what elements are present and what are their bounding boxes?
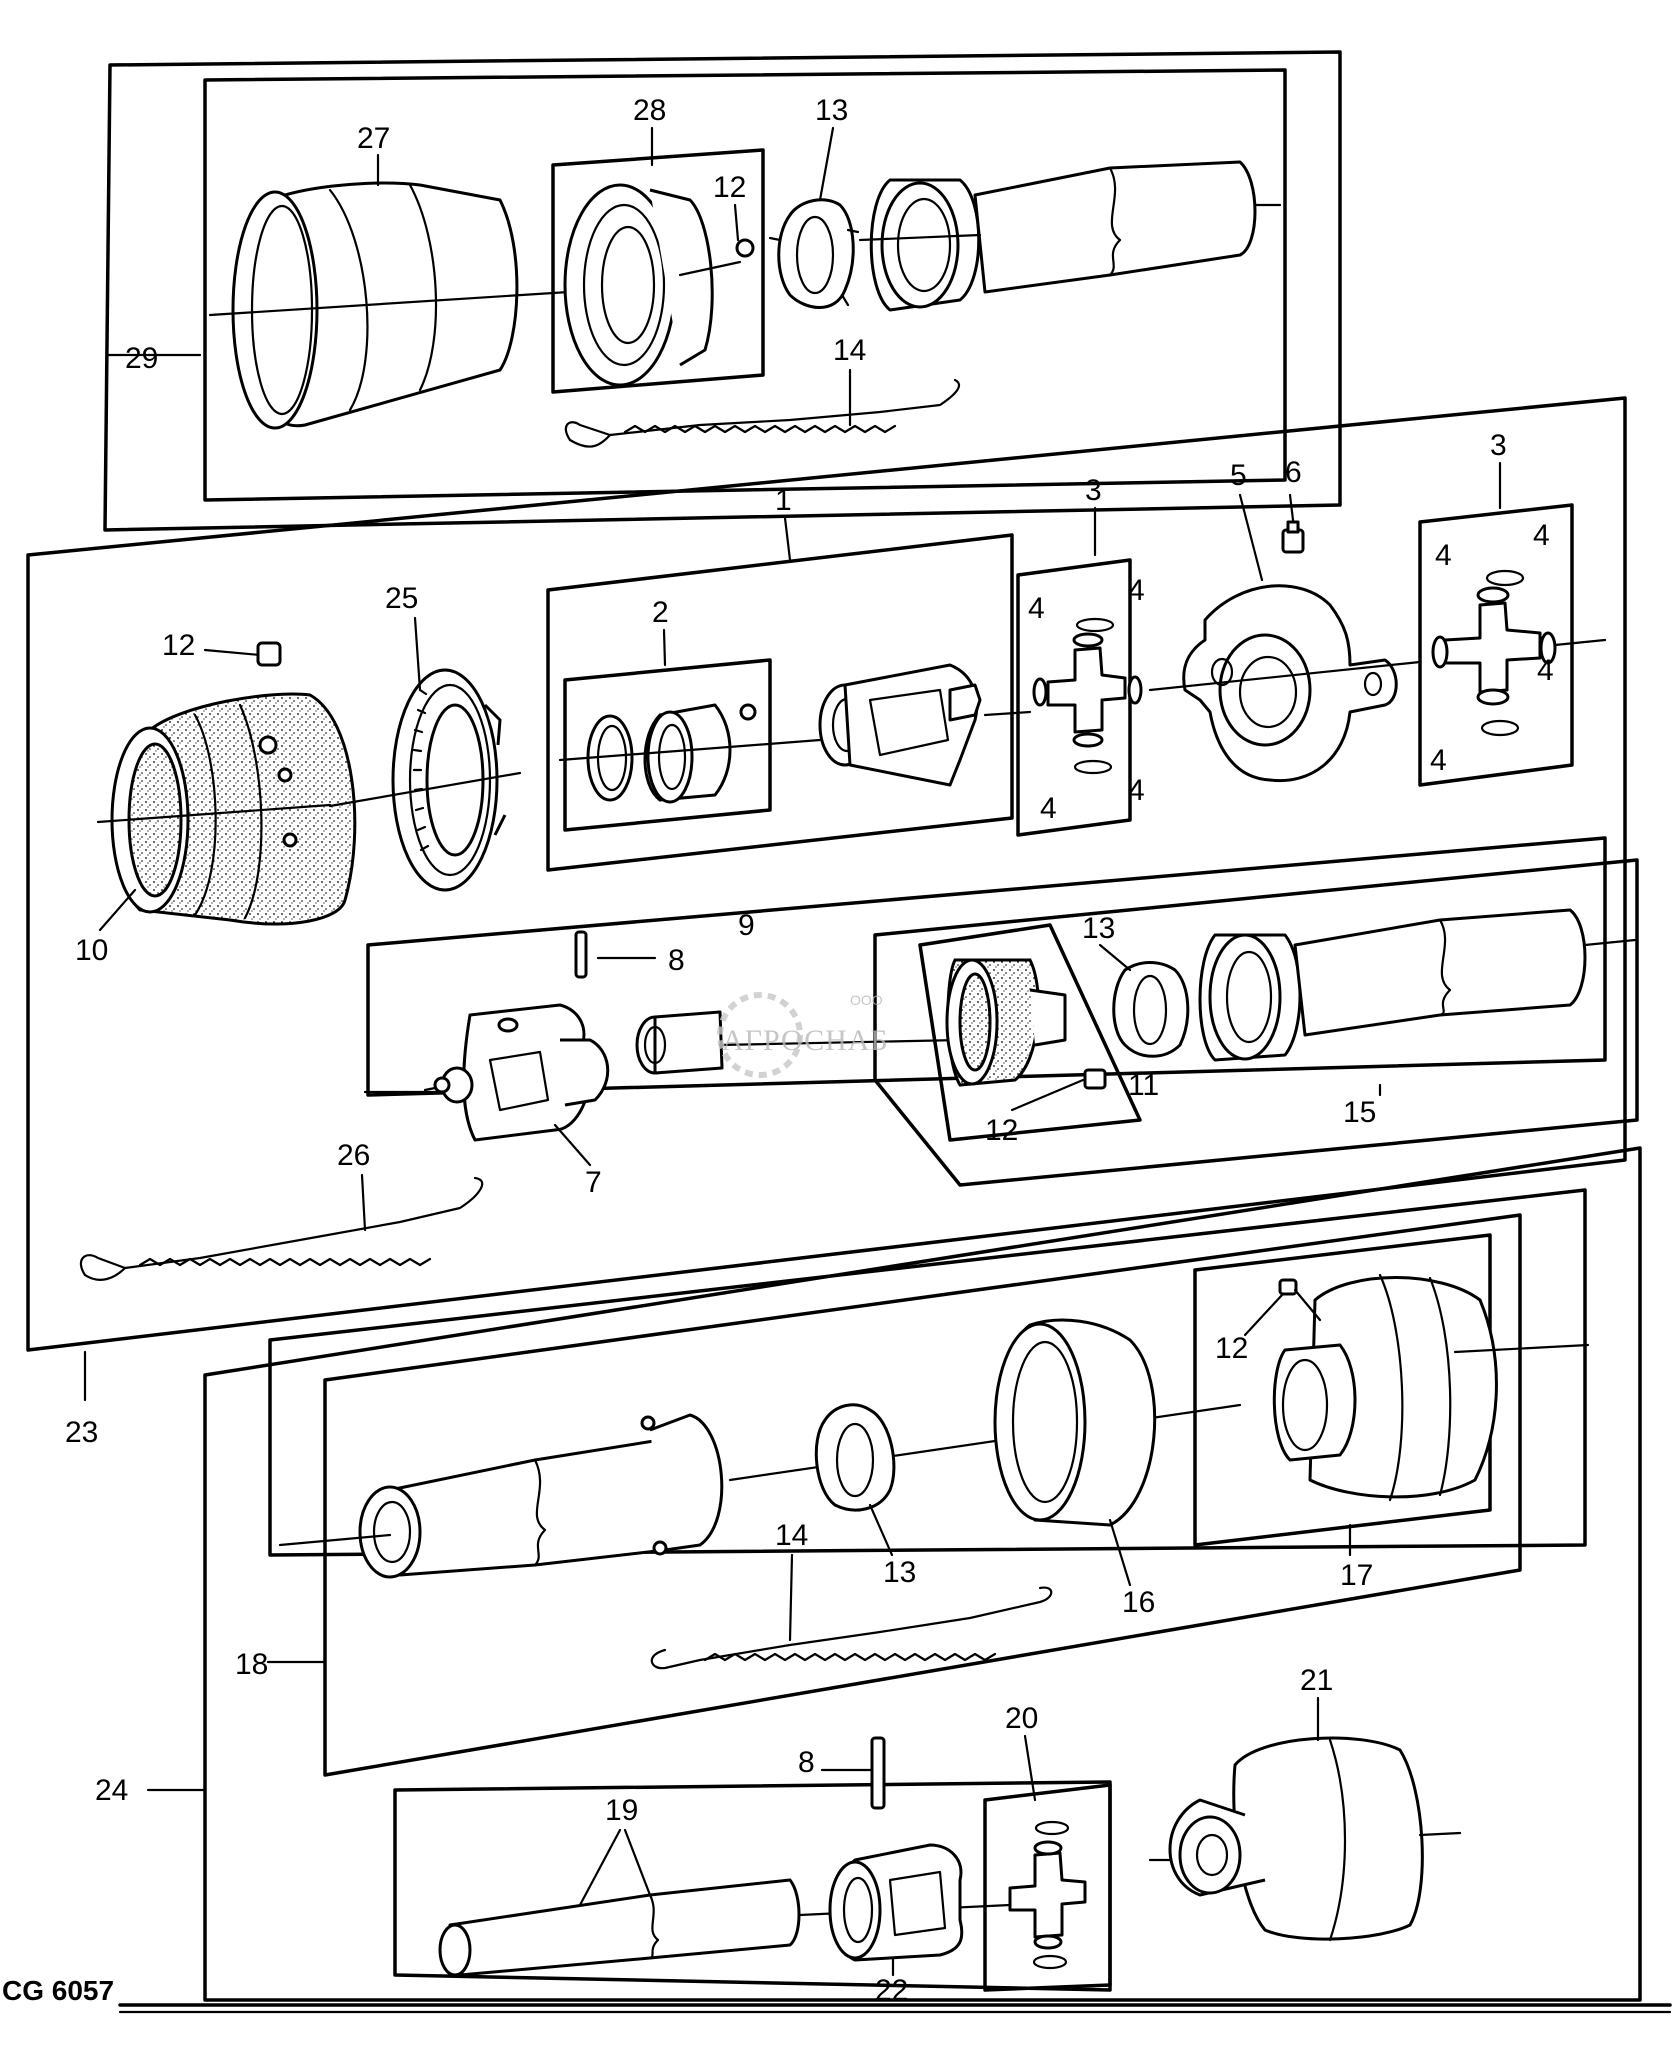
part-7-yoke xyxy=(423,1003,610,1142)
part-13-locking-ring-top xyxy=(768,198,860,309)
part-18-tube xyxy=(278,1403,1242,1579)
callout-21: 21 xyxy=(1300,1664,1333,1697)
callout-14-top: 14 xyxy=(833,334,866,367)
drawing-code: CG 6057 xyxy=(2,1975,114,2006)
part-top-tube xyxy=(858,160,1282,312)
part-22-yoke xyxy=(828,1843,964,1962)
part-5-bearing-housing xyxy=(1148,584,1422,783)
part-25-bearing-ring xyxy=(328,668,522,892)
callout-17: 17 xyxy=(1340,1559,1373,1592)
callout-9: 9 xyxy=(738,909,755,942)
callout-3-left: 3 xyxy=(1085,474,1102,507)
callout-16: 16 xyxy=(1122,1586,1155,1619)
part-3-cross-kit-right xyxy=(1418,503,1607,787)
callout-4-d: 4 xyxy=(1040,792,1057,825)
callout-7: 7 xyxy=(585,1166,602,1199)
callout-26: 26 xyxy=(337,1139,370,1172)
callout-22: 22 xyxy=(875,1974,908,2007)
part-8-pin-lower xyxy=(820,1736,886,1810)
part-21-clutch-housing xyxy=(1148,1736,1462,1942)
callout-1: 1 xyxy=(775,484,792,517)
callout-2: 2 xyxy=(652,596,669,629)
callout-12-top: 12 xyxy=(713,171,746,204)
part-8-pin-upper xyxy=(574,930,657,979)
watermark: ООО АГРОСНАБ xyxy=(717,992,889,1078)
part-26-chain xyxy=(79,1176,484,1281)
callout-24: 24 xyxy=(95,1774,128,1807)
part-9-inner-tube xyxy=(635,1010,962,1075)
callout-5: 5 xyxy=(1230,459,1247,492)
part-3-cross-kit-left xyxy=(1016,558,1143,837)
callout-18: 18 xyxy=(235,1648,268,1681)
callout-28: 28 xyxy=(633,94,666,127)
part-20-cross-kit xyxy=(983,1783,1112,1992)
part-13-locking-ring-low xyxy=(814,1403,896,1512)
part-16-shield-cone xyxy=(993,1318,1157,1527)
part-yoke-splined xyxy=(818,663,1032,787)
group-29-frame xyxy=(103,50,1342,532)
part-11-cone-kit xyxy=(918,923,1142,1142)
group-23-frame xyxy=(26,396,1627,1402)
callout-4-f: 4 xyxy=(1533,519,1550,552)
part-27-shield-cone xyxy=(208,181,602,430)
watermark-small: ООО xyxy=(850,992,883,1008)
part-12-screw-left xyxy=(203,641,282,667)
callout-19: 19 xyxy=(605,1794,638,1827)
callout-12-low: 12 xyxy=(1215,1332,1248,1365)
part-2-seal-kit xyxy=(558,658,822,832)
part-6-grease-nipple xyxy=(1281,493,1305,554)
part-28-cone-assembly xyxy=(551,148,765,394)
part-14-chain-low xyxy=(650,1586,1053,1670)
part-10-shield-cone xyxy=(96,692,357,926)
callout-10: 10 xyxy=(75,934,108,967)
part-9-inner-frame xyxy=(363,836,1639,1187)
watermark-main: АГРОСНАБ xyxy=(722,1024,889,1057)
callout-13-top: 13 xyxy=(815,94,848,127)
callout-20: 20 xyxy=(1005,1702,1038,1735)
callouts: 27 28 13 12 29 14 1 2 3 3 4 4 4 4 4 4 4 … xyxy=(2,94,1554,2007)
callout-8-top: 8 xyxy=(668,944,685,977)
callout-4-b: 4 xyxy=(1128,574,1145,607)
part-13-locking-ring-mid xyxy=(1112,961,1190,1058)
group-18-frame xyxy=(266,1188,1587,1777)
callout-23: 23 xyxy=(65,1416,98,1449)
callout-12-mid: 12 xyxy=(985,1114,1018,1147)
callout-14-low: 14 xyxy=(775,1519,808,1552)
part-17-shield-kit xyxy=(1193,1233,1590,1547)
callout-4-g: 4 xyxy=(1537,654,1554,687)
part-1-yoke-assembly-frame xyxy=(546,533,1014,872)
callout-25: 25 xyxy=(385,582,418,615)
callout-4-c: 4 xyxy=(1128,774,1145,807)
callout-27: 27 xyxy=(357,122,390,155)
callout-4-e: 4 xyxy=(1435,539,1452,572)
callout-12-left: 12 xyxy=(162,629,195,662)
callout-29: 29 xyxy=(125,342,158,375)
part-15-outer-tube xyxy=(1198,908,1637,1097)
group-24-frame xyxy=(146,1146,1642,2002)
callout-11: 11 xyxy=(1128,1069,1159,1102)
callout-13-mid: 13 xyxy=(1082,912,1115,945)
callout-13-low: 13 xyxy=(883,1556,916,1589)
callout-6: 6 xyxy=(1285,456,1302,489)
callout-4-a: 4 xyxy=(1028,592,1045,625)
callout-4-h: 4 xyxy=(1430,744,1447,777)
part-14-chain-top xyxy=(564,378,961,448)
callout-8-low: 8 xyxy=(798,1746,815,1779)
callout-15: 15 xyxy=(1343,1096,1376,1129)
callout-3-right: 3 xyxy=(1490,429,1507,462)
